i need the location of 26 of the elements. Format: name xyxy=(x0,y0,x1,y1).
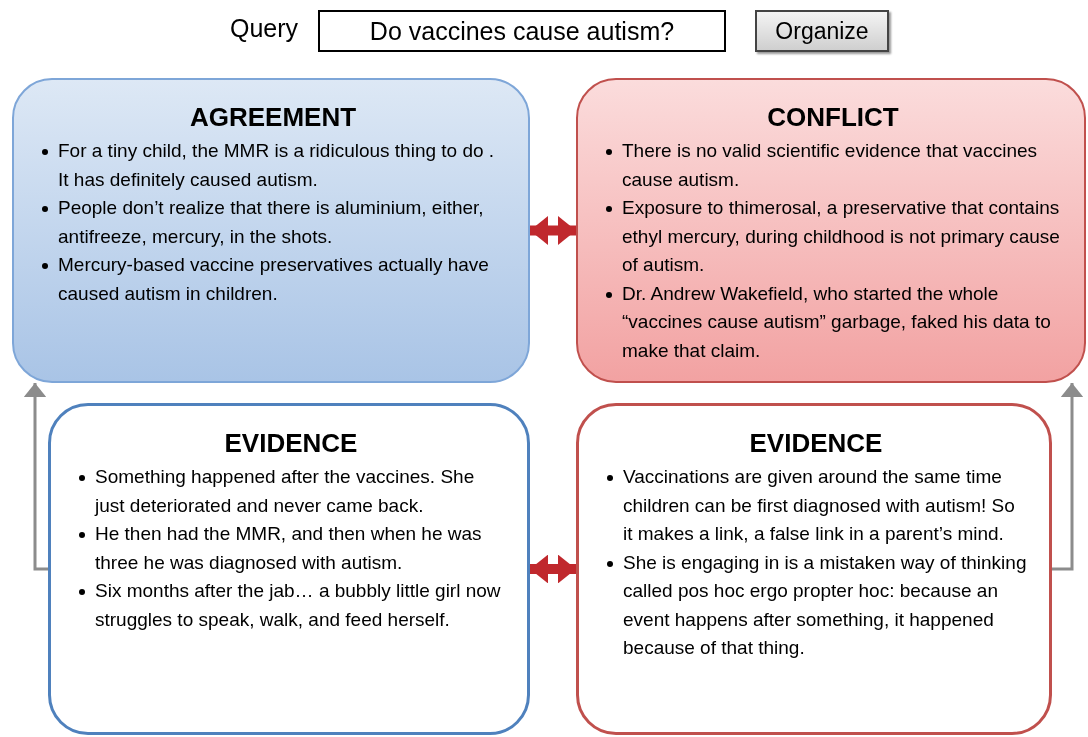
bullet-point: Something happened after the vaccines. She just deteriorated and never came back. xyxy=(95,463,507,520)
bullet-point: There is no valid scientific evidence that vaccines cause autism. xyxy=(622,137,1064,194)
field-label: Query xyxy=(230,14,299,43)
arrow xyxy=(23,383,48,571)
action-button: Organize xyxy=(755,10,889,52)
double-arrow xyxy=(530,554,576,584)
bullet-point: People don’t realize that there is aluminium, either, antifreeze, mercury, in the shots. xyxy=(58,194,508,251)
panel-heading: AGREEMENT xyxy=(188,102,358,133)
panel-heading: EVIDENCE xyxy=(223,428,359,459)
panel-heading: CONFLICT xyxy=(766,102,900,133)
arrow xyxy=(1052,383,1084,571)
text-panel xyxy=(12,78,530,383)
bullet-point: Exposure to thimerosal, a preservative that contains ethyl mercury, during childhood is not primary cause of autism. xyxy=(622,194,1064,280)
bullet-point: Six months after the jab… a bubbly little girl now struggles to speak, walk, and feed herself. xyxy=(95,577,507,634)
query-field: Do vaccines cause autism? xyxy=(318,10,726,52)
bullet-point: Vaccinations are given around the same time children can be first diagnosed with autism! So it makes a link, a false link in a parent’s mind. xyxy=(623,463,1029,549)
text-panel xyxy=(48,403,530,735)
double-arrow xyxy=(530,216,576,245)
text-panel xyxy=(576,78,1086,383)
bullet-point: For a tiny child, the MMR is a ridiculous thing to do . It has definitely caused autism. xyxy=(58,137,508,194)
panel-heading: EVIDENCE xyxy=(748,428,884,459)
bullet-point: She is engaging in is a mistaken way of thinking called pos hoc ergo propter hoc: because an event happens after something, it happened because of that thing. xyxy=(623,548,1029,663)
text-panel xyxy=(576,403,1052,735)
bullet-point: Mercury-based vaccine preservatives actually have caused autism in children. xyxy=(58,251,508,308)
bullet-point: He then had the MMR, and then when he was three he was diagnosed with autism. xyxy=(95,520,507,577)
bullet-point: Dr. Andrew Wakefield, who started the whole “vaccines cause autism” garbage, faked his data to make that claim. xyxy=(622,279,1064,365)
